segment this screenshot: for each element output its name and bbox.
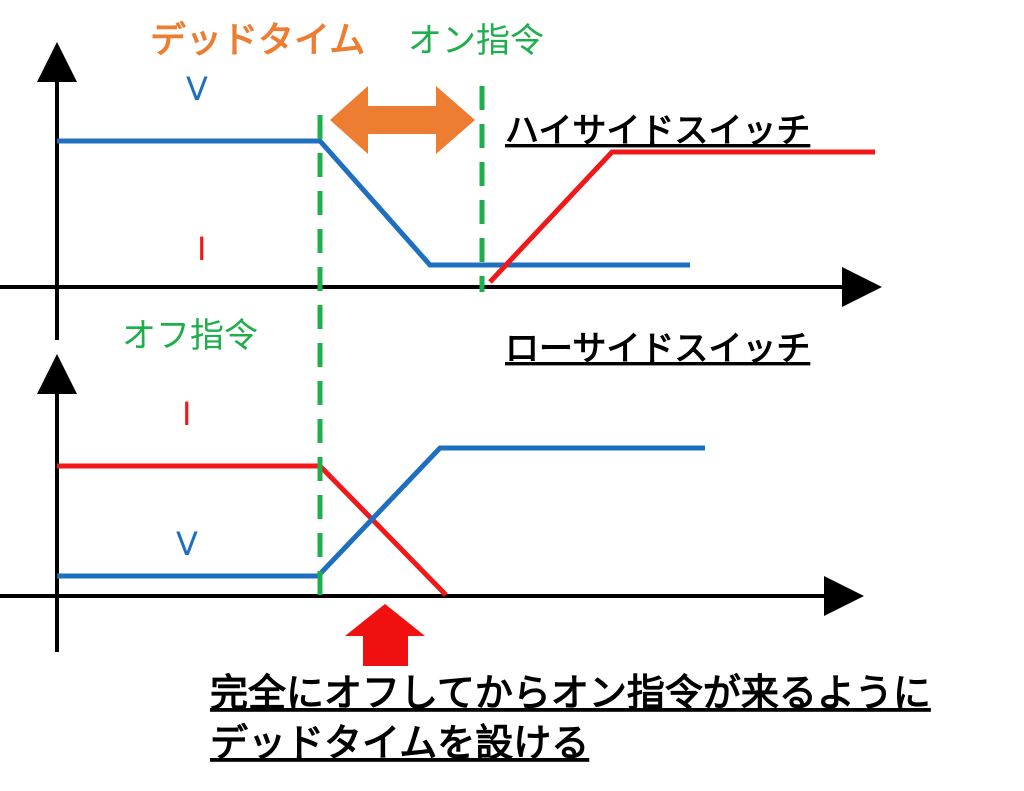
low-voltage-label: V xyxy=(176,525,198,563)
high-voltage-label: V xyxy=(186,70,208,108)
low-side-voltage-line xyxy=(57,445,705,579)
high-side-switch-title: ハイサイドスイッチ xyxy=(505,111,810,151)
off-command-label: オフ指令 xyxy=(122,316,258,356)
high-current-label: I xyxy=(197,230,206,268)
high-side-axes xyxy=(0,42,882,340)
note-line-1: 完全にオフしてからオン指令が来るように xyxy=(210,671,931,715)
high-side-current-line xyxy=(488,149,875,284)
dead-time-label: デッドタイム xyxy=(150,19,365,61)
note-line-2: デッドタイムを設ける xyxy=(210,721,589,765)
low-current-label: I xyxy=(182,395,191,433)
dead-time-double-arrow-icon xyxy=(330,86,475,154)
low-side-axes xyxy=(0,354,864,652)
high-side-voltage-line xyxy=(57,138,690,268)
low-side-switch-title: ローサイドスイッチ xyxy=(505,329,810,369)
on-command-label: オン指令 xyxy=(408,21,544,61)
up-arrow-icon xyxy=(345,604,425,666)
